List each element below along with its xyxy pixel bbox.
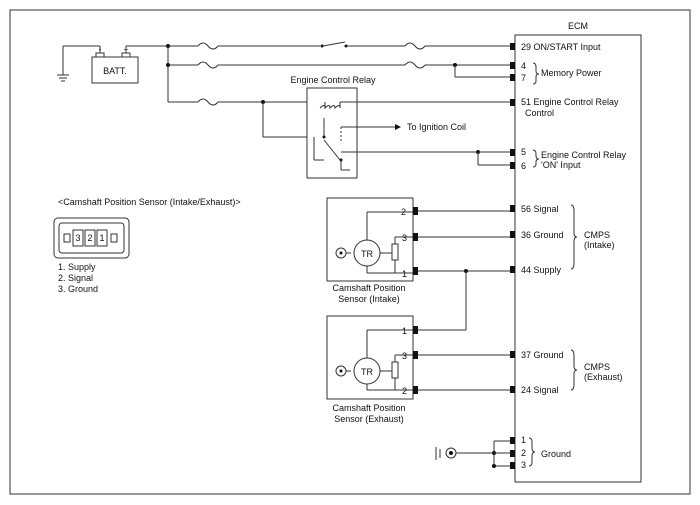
ecm-block: ECM	[514, 21, 642, 483]
ecm-title: ECM	[568, 21, 588, 31]
connector-pin-2: 2	[87, 233, 92, 243]
connector-title: <Camshaft Position Sensor (Intake/Exhaus…	[58, 197, 241, 207]
engine-control-relay: Engine Control Relay To Ignition Coil	[290, 75, 515, 179]
ecm-ground-circuit	[435, 440, 510, 468]
pin-7-label: 7	[521, 73, 526, 83]
ignition-coil-label: To Ignition Coil	[407, 122, 466, 132]
pin-g2-label: 2	[521, 448, 526, 458]
pin-6-label: 6	[521, 161, 526, 171]
pin-4-label: 4	[521, 61, 526, 71]
battery-label: BATT.	[103, 66, 127, 76]
pin-g3-label: 3	[521, 460, 526, 470]
connector-legend-1: 1. Supply	[58, 262, 96, 272]
ground-label: Ground	[541, 449, 571, 459]
pin-g1-label: 1	[521, 435, 526, 445]
pin-36-label: 36 Ground	[521, 230, 564, 240]
connector-legend-2: 2. Signal	[58, 273, 93, 283]
pin-5-label: 5	[521, 147, 526, 157]
pin-29-label: 29 ON/START Input	[521, 42, 601, 52]
pin-56-label: 56 Signal	[521, 204, 559, 214]
cmps-intake-label: CMPS	[584, 230, 610, 240]
intake-sensor-label-2: Sensor (Intake)	[338, 294, 400, 304]
ecr-on-label-2: 'ON' Input	[541, 160, 581, 170]
intake-tr: TR	[361, 249, 373, 259]
exhaust-sensor-label: Camshaft Position	[332, 403, 405, 413]
supply-link	[418, 271, 467, 331]
connector-legend-3: 3. Ground	[58, 284, 98, 294]
intake-pin-2: 2	[401, 207, 406, 217]
memory-power-label: Memory Power	[541, 68, 602, 78]
pin-51-label-2: Control	[525, 108, 554, 118]
cmps-exhaust-label-2: (Exhaust)	[584, 372, 623, 382]
pin-44-label: 44 Supply	[521, 265, 562, 275]
connector-pin-3: 3	[75, 233, 80, 243]
camshaft-sensor-exhaust: TR 1 3 2 Camshaft Position Sensor (Exhau…	[326, 315, 510, 424]
pin-24-label: 24 Signal	[521, 385, 559, 395]
relay-on-wires	[476, 150, 515, 166]
cmps-exhaust-label: CMPS	[584, 362, 610, 372]
intake-sensor-label: Camshaft Position	[332, 283, 405, 293]
diagram-frame	[9, 9, 691, 495]
intake-pin-1: 1	[402, 269, 407, 279]
cmps-intake-label-2: (Intake)	[584, 240, 615, 250]
ecr-on-label: Engine Control Relay	[541, 150, 627, 160]
pin-51-label: 51 Engine Control Relay	[521, 97, 619, 107]
exhaust-pin-3: 3	[402, 351, 407, 361]
pin-37-label: 37 Ground	[521, 350, 564, 360]
battery-negative: -	[99, 45, 102, 54]
exhaust-pin-2: 2	[402, 386, 407, 396]
ecm-pin-markers	[510, 43, 515, 469]
relay-title: Engine Control Relay	[290, 75, 376, 85]
battery: BATT. - +	[91, 45, 139, 84]
exhaust-tr: TR	[361, 367, 373, 377]
intake-pin-3: 3	[402, 233, 407, 243]
ecm-pin-labels: 29 ON/START Input 4 7 Memory Power 51 En…	[521, 42, 627, 470]
connector-pin-1: 1	[99, 233, 104, 243]
cmps-connector: <Camshaft Position Sensor (Intake/Exhaus…	[53, 197, 241, 294]
exhaust-pin-1: 1	[402, 326, 407, 336]
camshaft-sensor-intake: TR 2 3 1 Camshaft Position Sensor (Intak…	[326, 197, 510, 304]
exhaust-sensor-label-2: Sensor (Exhaust)	[334, 414, 404, 424]
